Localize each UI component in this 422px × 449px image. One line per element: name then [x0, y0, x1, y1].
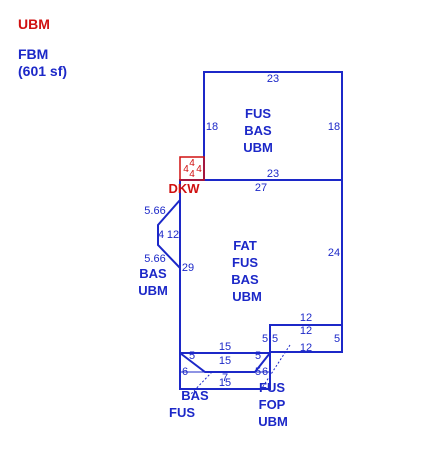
- dim-upper-left: 18: [206, 121, 218, 133]
- dim-bottom-bottom: 15: [219, 377, 231, 389]
- dim-upper-right: 18: [328, 121, 340, 133]
- bottom-right-label-1: FUS: [259, 380, 285, 395]
- dim-bottom-right-c: 6: [262, 366, 268, 378]
- dim-main-right: 24: [328, 247, 340, 259]
- dim-bottom-top: 15: [219, 341, 231, 353]
- dim-left-bay-lower: 5.66: [144, 253, 165, 265]
- left-bay-label-1: BAS: [139, 266, 167, 281]
- dim-step-left: 5: [262, 333, 268, 345]
- left-bay-outline: [157, 197, 181, 271]
- bottom-right-label-3: UBM: [258, 414, 288, 429]
- dim-bottom-right-a: 5: [255, 350, 261, 362]
- step-room-outline: [269, 324, 343, 353]
- upper-room-outline: [203, 71, 343, 181]
- main-room-label-3: BAS: [231, 272, 259, 287]
- dim-deck-a: 4: [183, 164, 189, 175]
- left-bay-label-2: UBM: [138, 283, 168, 298]
- main-room-label-4: UBM: [232, 289, 262, 304]
- dim-deck-d: 4: [196, 164, 202, 175]
- dim-main-left: 29: [182, 262, 194, 274]
- area-value: (601 sf): [18, 63, 68, 79]
- upper-room-label-1: FUS: [245, 106, 271, 121]
- bottom-right-label-2: FOP: [259, 397, 286, 412]
- dim-deck-b: 4: [189, 158, 195, 169]
- deck-label: DKW: [168, 181, 200, 196]
- dim-left-bay-side: 4: [158, 229, 164, 241]
- dim-step-right: 5: [334, 333, 340, 345]
- bottom-right-leader: [261, 344, 291, 389]
- dim-step-top-b: 12: [300, 325, 312, 337]
- dim-bottom-left-b: 6: [182, 366, 188, 378]
- dim-bottom-mid-a: 15: [219, 355, 231, 367]
- dim-step-top-a: 12: [300, 312, 312, 324]
- main-room-label-2: FUS: [232, 255, 258, 270]
- dim-step-bottom: 12: [300, 342, 312, 354]
- main-room-outline: [179, 179, 343, 354]
- bottom-room-outline: [179, 352, 271, 390]
- dim-bottom-right-b: 5: [255, 366, 261, 378]
- area-label: FBM: [18, 46, 49, 62]
- dim-deck-c: 4: [189, 169, 195, 180]
- dim-main-top: 27: [255, 182, 267, 194]
- dim-bottom-mid-b: 7: [222, 372, 228, 384]
- dim-step-inner: 5: [272, 333, 278, 345]
- upper-room-label-3: UBM: [243, 140, 273, 155]
- bottom-left-leader: [189, 371, 213, 396]
- sketch-title: UBM: [18, 16, 50, 32]
- main-room-label-1: FAT: [233, 238, 257, 253]
- upper-room-label-2: BAS: [244, 123, 272, 138]
- dim-left-bay-inner: 12: [167, 229, 179, 241]
- deck-outline: [179, 156, 205, 181]
- bottom-left-label-1: BAS: [181, 388, 209, 403]
- dim-bottom-left-a: 5: [189, 350, 195, 362]
- dim-upper-top: 23: [267, 73, 279, 85]
- dim-left-bay-upper: 5.66: [144, 205, 165, 217]
- bottom-left-label-2: FUS: [169, 405, 195, 420]
- dim-upper-bottom: 23: [267, 168, 279, 180]
